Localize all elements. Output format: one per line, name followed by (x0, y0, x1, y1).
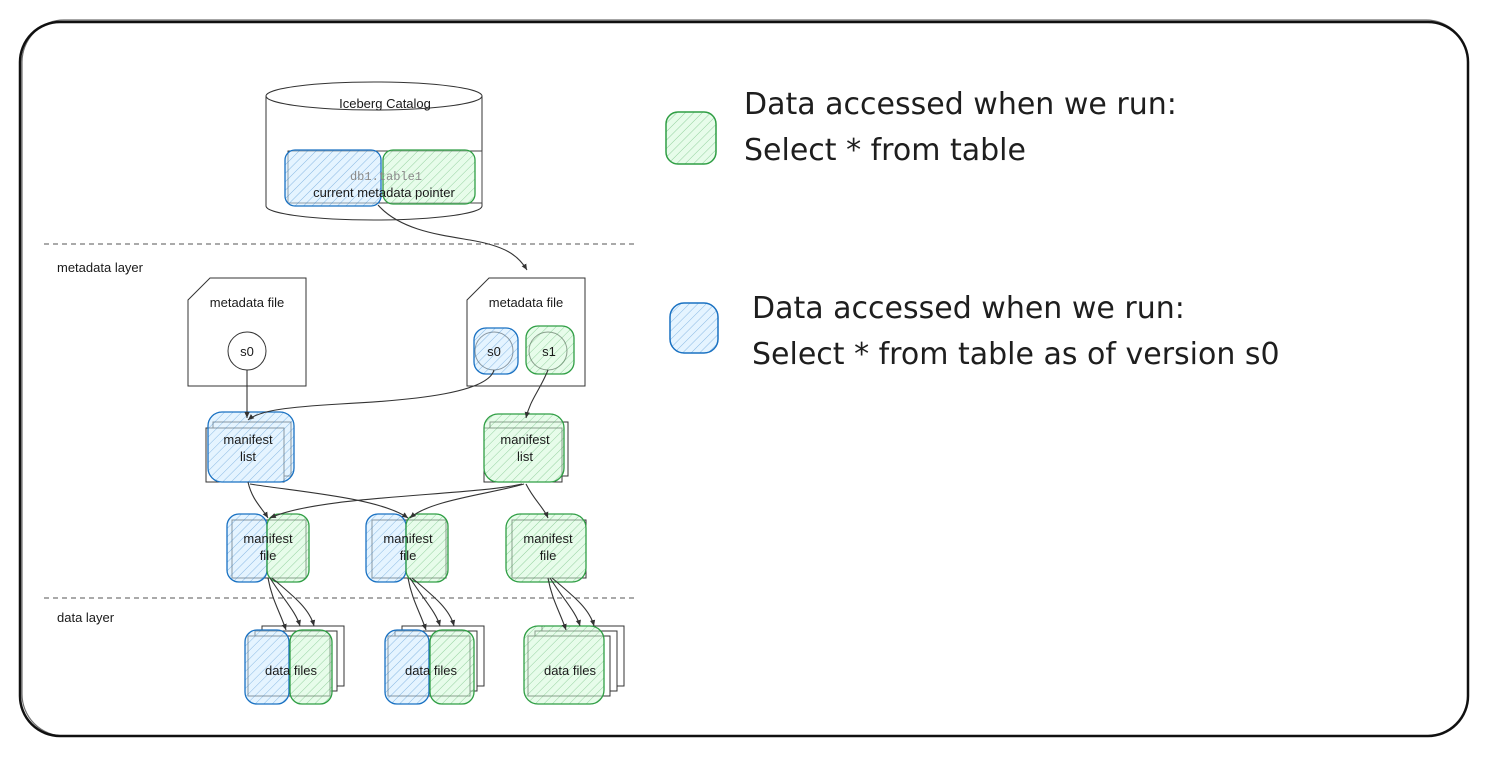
legend-blue-text: Data accessed when we run: Select * from… (752, 286, 1280, 378)
manifest-file-2-line2: file (400, 548, 417, 563)
outer-frame (18, 19, 1470, 738)
arrow-mf2-to-df-c (411, 577, 456, 627)
manifest-list-s1-green-highlight (483, 413, 565, 483)
arrow-mf1-to-df-c (271, 577, 316, 627)
data-files-1-label: data files (265, 663, 318, 678)
manifest-list-s0-blue-highlight (207, 411, 295, 483)
metadata-file-old: metadata file s0 (187, 277, 307, 387)
snapshot-s0-old-label: s0 (240, 344, 254, 359)
snapshot-s1-green-highlight (525, 325, 575, 375)
manifest-list-s1-line1: manifest (500, 432, 550, 447)
arrow-s1-to-list (524, 369, 549, 419)
arrow-mf2-to-df-b (409, 577, 441, 627)
data-layer-label: data layer (57, 610, 115, 625)
manifest-file-2: manifest file (365, 513, 449, 583)
manifest-file-2-green-highlight (405, 513, 449, 583)
manifest-file-3: manifest file (505, 513, 587, 583)
data-files-3: data files (523, 625, 625, 705)
legend-green-line2: Select * from table (744, 133, 1026, 168)
catalog-entry-blue-highlight (284, 149, 382, 207)
metadata-file-current: metadata file s0 s1 (466, 277, 586, 387)
manifest-list-s1: manifest list (483, 413, 569, 483)
snapshot-s0-current-label: s0 (487, 344, 501, 359)
arrow-mf2-to-df (407, 577, 427, 631)
manifest-file-1-line1: manifest (243, 531, 293, 546)
legend-blue-line1: Data accessed when we run: (752, 291, 1185, 326)
arrow-list1-to-mf1 (269, 483, 523, 519)
arrow-mf1-to-df-b (269, 577, 301, 627)
iceberg-catalog: Iceberg Catalog db1.table1 current metad… (265, 81, 483, 221)
metadata-layer-label: metadata layer (57, 260, 144, 275)
arrow-mf3-to-df-c (551, 577, 596, 627)
legend-green-swatch (665, 111, 717, 165)
legend-green-text: Data accessed when we run: Select * from… (744, 82, 1177, 174)
metadata-file-old-label: metadata file (210, 295, 284, 310)
manifest-file-3-line1: manifest (523, 531, 573, 546)
data-files-2-green-highlight (429, 629, 475, 705)
data-files-1: data files (244, 625, 345, 705)
catalog-entry-name: db1.table1 (350, 170, 422, 184)
data-files-2-blue-highlight (384, 629, 430, 705)
catalog-title: Iceberg Catalog (339, 96, 431, 111)
manifest-list-s0: manifest list (205, 411, 295, 483)
legend-blue-swatch (669, 302, 719, 354)
manifest-file-1: manifest file (226, 513, 310, 583)
arrow-catalog-to-metadata (377, 204, 528, 271)
arrow-s0-to-list (247, 369, 495, 421)
snapshot-s1-label: s1 (542, 344, 556, 359)
manifest-file-1-line2: file (260, 548, 277, 563)
manifest-list-s1-line2: list (517, 449, 533, 464)
connectors (244, 204, 596, 631)
catalog-entry-pointer: current metadata pointer (313, 185, 455, 200)
manifest-list-s0-line1: manifest (223, 432, 273, 447)
arrow-list1-to-mf3 (525, 483, 549, 519)
data-files-1-green-highlight (289, 629, 333, 705)
data-files-1-blue-highlight (244, 629, 290, 705)
arrow-mf1-to-df (267, 577, 287, 631)
data-files-3-label: data files (544, 663, 597, 678)
snapshot-s0-blue-highlight (473, 327, 519, 375)
arrow-list0-to-mf2 (249, 483, 409, 519)
arrow-list1-to-mf2 (409, 483, 525, 519)
arrow-mf3-to-df (547, 577, 567, 631)
legend-blue-line2: Select * from table as of version s0 (752, 337, 1280, 372)
data-files-2-label: data files (405, 663, 458, 678)
legend-green-line1: Data accessed when we run: (744, 87, 1177, 122)
manifest-file-3-line2: file (540, 548, 557, 563)
catalog-entry-green-highlight (382, 149, 476, 205)
arrow-list0-to-mf1 (247, 481, 269, 519)
metadata-file-current-label: metadata file (489, 295, 563, 310)
manifest-list-s0-line2: list (240, 449, 256, 464)
data-files-2: data files (384, 625, 485, 705)
manifest-file-2-line1: manifest (383, 531, 433, 546)
arrow-mf3-to-df-b (549, 577, 581, 627)
manifest-file-1-green-highlight (266, 513, 310, 583)
